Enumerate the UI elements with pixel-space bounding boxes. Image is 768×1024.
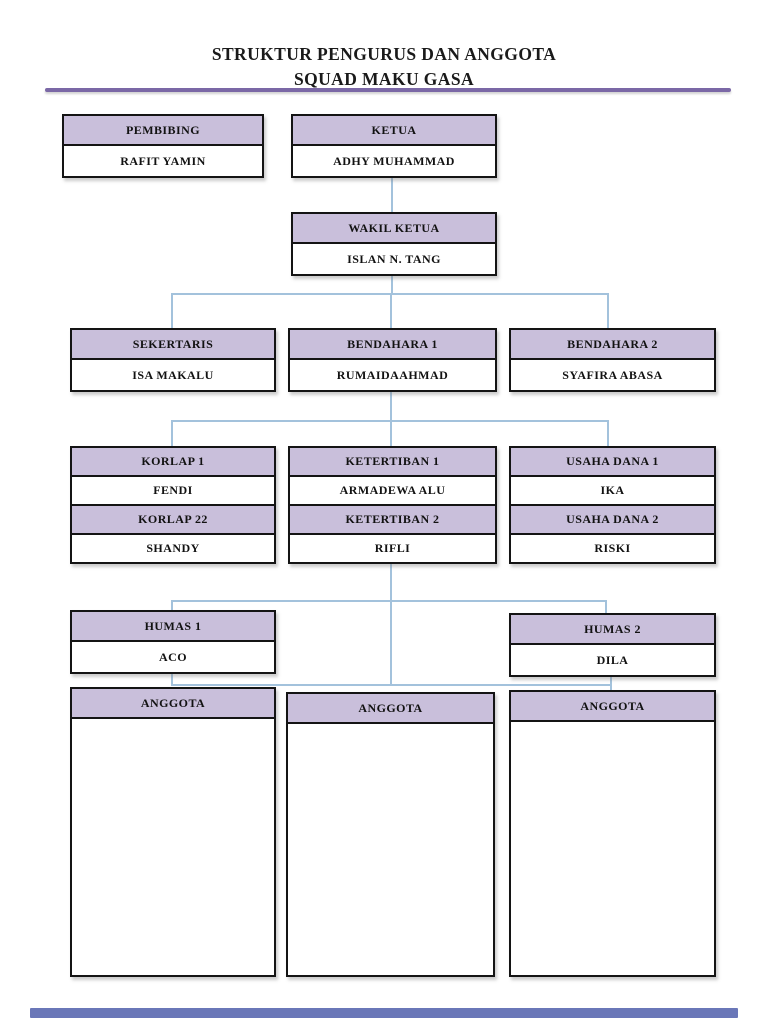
org-box-title: BENDAHARA 2 (511, 330, 714, 358)
org-box-bendahara-2: BENDAHARA 2 SYAFIRA ABASA (509, 328, 716, 392)
anggota-empty-area (72, 717, 274, 975)
connector-wakil-stem (391, 275, 393, 293)
org-box-member: FENDI (72, 475, 274, 504)
org-box-anggota-1: ANGGOTA (70, 687, 276, 977)
anggota-empty-area (511, 720, 714, 975)
org-box-humas-1: HUMAS 1 ACO (70, 610, 276, 674)
page-separator-bar (30, 1008, 738, 1018)
org-box-wakil-ketua: WAKIL KETUA ISLAN N. TANG (291, 212, 497, 276)
org-box-title: HUMAS 2 (511, 615, 714, 643)
connector-drop-humas2 (605, 600, 607, 613)
org-box-anggota-3: ANGGOTA (509, 690, 716, 977)
connector-drop-sekertaris (171, 293, 173, 328)
org-box-title: KORLAP 22 (72, 504, 274, 533)
org-box-title: ANGGOTA (288, 694, 493, 722)
org-box-title: PEMBIBING (64, 116, 262, 144)
page-title: STRUKTUR PENGURUS DAN ANGGOTA SQUAD MAKU… (0, 42, 768, 92)
org-box-member: SHANDY (72, 533, 274, 562)
org-box-member: ISA MAKALU (72, 358, 274, 390)
org-box-member: SYAFIRA ABASA (511, 358, 714, 390)
org-box-member: DILA (511, 643, 714, 675)
org-box-usaha-dana: USAHA DANA 1 IKA USAHA DANA 2 RISKI (509, 446, 716, 564)
org-box-anggota-2: ANGGOTA (286, 692, 495, 977)
org-box-member: RAFIT YAMIN (64, 144, 262, 176)
org-box-member: RISKI (511, 533, 714, 562)
connector-drop-korlap (171, 420, 173, 446)
connector-anggota-horizontal (171, 684, 612, 686)
org-box-member: RUMAIDAAHMAD (290, 358, 495, 390)
org-box-member: IKA (511, 475, 714, 504)
org-box-pembibing: PEMBIBING RAFIT YAMIN (62, 114, 264, 178)
org-box-member: ADHY MUHAMMAD (293, 144, 495, 176)
connector-drop-bendahara1 (390, 293, 392, 328)
org-box-title: HUMAS 1 (72, 612, 274, 640)
org-box-title: KETUA (293, 116, 495, 144)
org-box-member: ACO (72, 640, 274, 672)
title-divider-rule (45, 88, 731, 92)
anggota-empty-area (288, 722, 493, 975)
org-box-sekertaris: SEKERTARIS ISA MAKALU (70, 328, 276, 392)
org-box-member: ISLAN N. TANG (293, 242, 495, 274)
page-title-line1: STRUKTUR PENGURUS DAN ANGGOTA (211, 44, 557, 64)
org-box-member: RIFLI (290, 533, 495, 562)
org-box-bendahara-1: BENDAHARA 1 RUMAIDAAHMAD (288, 328, 497, 392)
connector-humas1-stem (171, 674, 173, 684)
org-box-korlap: KORLAP 1 FENDI KORLAP 22 SHANDY (70, 446, 276, 564)
org-box-title: USAHA DANA 1 (511, 448, 714, 475)
org-box-ketertiban: KETERTIBAN 1 ARMADEWA ALU KETERTIBAN 2 R… (288, 446, 497, 564)
connector-drop-usaha-dana (607, 420, 609, 446)
org-box-title: BENDAHARA 1 (290, 330, 495, 358)
page-title-line2: SQUAD MAKU GASA (293, 69, 475, 89)
org-box-member: ARMADEWA ALU (290, 475, 495, 504)
org-box-ketua: KETUA ADHY MUHAMMAD (291, 114, 497, 178)
connector-ketua-wakil (391, 178, 393, 212)
connector-ketertiban-stem (390, 564, 392, 600)
org-box-title: USAHA DANA 2 (511, 504, 714, 533)
connector-humas-horizontal (171, 600, 607, 602)
org-box-title: KETERTIBAN 1 (290, 448, 495, 475)
connector-center-stem-anggota (390, 600, 392, 686)
connector-drop-bendahara2 (607, 293, 609, 328)
connector-bendahara-stem (390, 392, 392, 420)
org-box-title: SEKERTARIS (72, 330, 274, 358)
org-box-humas-2: HUMAS 2 DILA (509, 613, 716, 677)
org-box-title: WAKIL KETUA (293, 214, 495, 242)
org-box-title: KORLAP 1 (72, 448, 274, 475)
org-box-title: KETERTIBAN 2 (290, 504, 495, 533)
connector-drop-ketertiban (390, 420, 392, 446)
org-box-title: ANGGOTA (511, 692, 714, 720)
connector-drop-anggota-right (610, 677, 612, 690)
org-box-title: ANGGOTA (72, 689, 274, 717)
connector-drop-humas1 (171, 600, 173, 610)
